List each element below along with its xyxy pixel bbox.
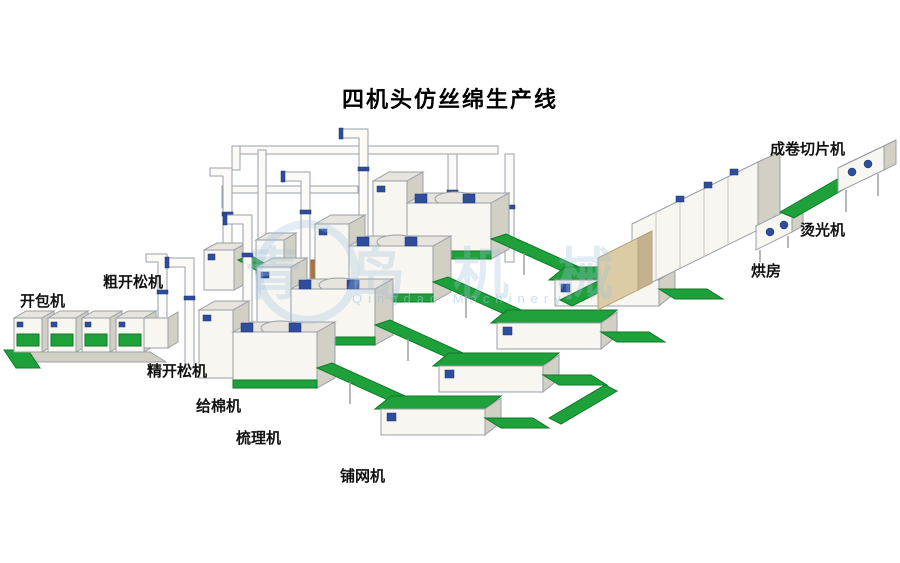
drying-oven: [631, 151, 781, 293]
bale-opener-machine: [3, 253, 179, 369]
oven-feed-unit: [597, 230, 653, 311]
roll-slicing-machine: [778, 139, 897, 219]
